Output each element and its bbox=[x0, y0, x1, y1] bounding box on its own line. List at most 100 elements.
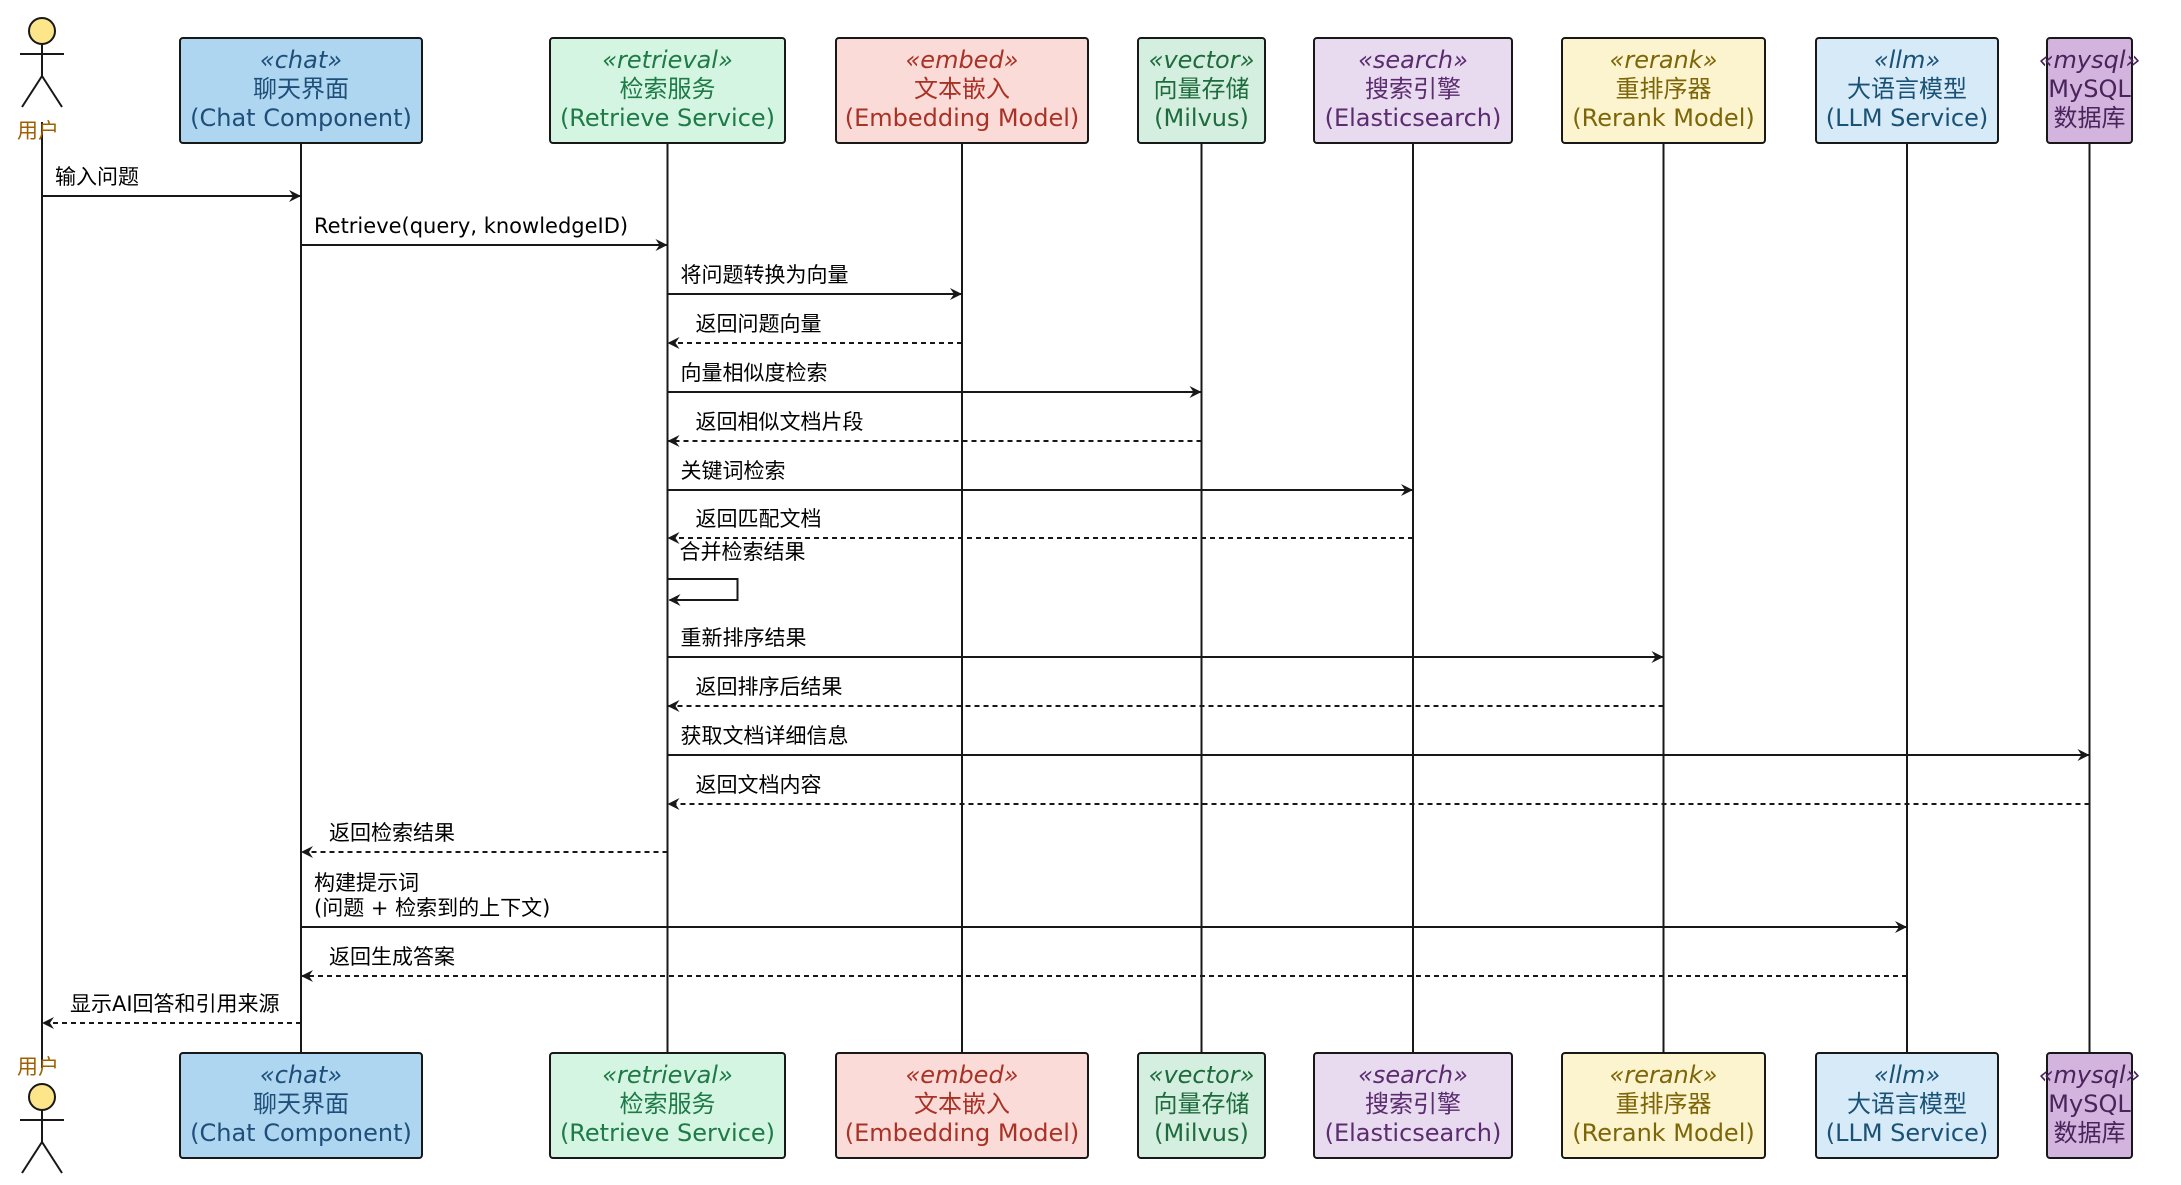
participant-subname: (Milvus) bbox=[1154, 104, 1249, 132]
message-label: 合并检索结果 bbox=[680, 540, 806, 564]
actor-label: 用户 bbox=[17, 1055, 59, 1079]
message-label: 显示AI回答和引用来源 bbox=[70, 992, 280, 1016]
participant-name: MySQL bbox=[2048, 75, 2131, 103]
message-label: (问题 + 检索到的上下文) bbox=[314, 896, 550, 920]
participant-name: 重排序器 bbox=[1616, 1090, 1712, 1118]
message-17: 显示AI回答和引用来源 bbox=[42, 992, 301, 1029]
participant-stereotype: «embed» bbox=[905, 46, 1018, 74]
participant-subname: 数据库 bbox=[2054, 104, 2126, 132]
actor-user-bottom: 用户 bbox=[17, 1055, 64, 1174]
participant-rerank-bottom: «rerank»重排序器(Rerank Model) bbox=[1561, 1052, 1766, 1159]
participant-name: 聊天界面 bbox=[253, 1090, 349, 1118]
rerank-box bbox=[1561, 1052, 1766, 1159]
mysql-box bbox=[2046, 1052, 2133, 1159]
participant-stereotype: «llm» bbox=[1874, 1061, 1940, 1089]
participant-search-top: «search»搜索引擎(Elasticsearch) bbox=[1313, 37, 1513, 144]
participant-vector-bottom: «vector»向量存储(Milvus) bbox=[1137, 1052, 1266, 1159]
message-1: 输入问题 bbox=[42, 165, 301, 202]
participant-subname: (Retrieve Service) bbox=[560, 1119, 775, 1147]
participant-name: 文本嵌入 bbox=[914, 75, 1010, 103]
message-label: 返回相似文档片段 bbox=[696, 410, 864, 434]
participant-stereotype: «llm» bbox=[1874, 46, 1940, 74]
chat-box bbox=[179, 1052, 423, 1159]
search-box bbox=[1313, 1052, 1513, 1159]
participant-vector-top: «vector»向量存储(Milvus) bbox=[1137, 37, 1266, 144]
message-3: 将问题转换为向量 bbox=[667, 263, 962, 300]
participant-retrieval-bottom: «retrieval»检索服务(Retrieve Service) bbox=[549, 1052, 786, 1159]
participant-subname: (LLM Service) bbox=[1826, 1119, 1989, 1147]
vector-box bbox=[1137, 37, 1266, 144]
participant-name: 搜索引擎 bbox=[1365, 1090, 1461, 1118]
stick-figure-icon bbox=[20, 1083, 64, 1174]
message-13: 返回文档内容 bbox=[667, 773, 2090, 810]
chat-box bbox=[179, 37, 423, 144]
message-label: 获取文档详细信息 bbox=[681, 724, 849, 748]
message-9: 合并检索结果 bbox=[667, 540, 806, 606]
participant-subname: (Chat Component) bbox=[190, 104, 412, 132]
participant-name: 聊天界面 bbox=[253, 75, 349, 103]
participant-subname: (Elasticsearch) bbox=[1325, 1119, 1502, 1147]
message-label: 返回问题向量 bbox=[696, 312, 822, 336]
actor-label: 用户 bbox=[17, 119, 59, 143]
message-label: Retrieve(query, knowledgeID) bbox=[314, 214, 628, 238]
participant-rerank-top: «rerank»重排序器(Rerank Model) bbox=[1561, 37, 1766, 144]
message-label: 输入问题 bbox=[55, 165, 139, 189]
participant-name: 向量存储 bbox=[1154, 1090, 1250, 1118]
participant-name: 向量存储 bbox=[1154, 75, 1250, 103]
message-label: 返回检索结果 bbox=[329, 821, 455, 845]
message-6: 返回相似文档片段 bbox=[667, 410, 1202, 447]
participant-stereotype: «vector» bbox=[1149, 1061, 1255, 1089]
message-label: 返回匹配文档 bbox=[696, 507, 822, 531]
participant-embed-top: «embed»文本嵌入(Embedding Model) bbox=[835, 37, 1089, 144]
participant-stereotype: «chat» bbox=[260, 1061, 342, 1089]
message-14: 返回检索结果 bbox=[301, 821, 668, 858]
participant-subname: (Retrieve Service) bbox=[560, 104, 775, 132]
participant-chat-bottom: «chat»聊天界面(Chat Component) bbox=[179, 1052, 423, 1159]
actor-user-top: 用户 bbox=[17, 17, 64, 143]
participant-llm-top: «llm»大语言模型(LLM Service) bbox=[1815, 37, 1999, 144]
participant-stereotype: «search» bbox=[1358, 46, 1468, 74]
participant-subname: (Embedding Model) bbox=[845, 1119, 1080, 1147]
retrieval-box bbox=[549, 1052, 786, 1159]
message-15: 构建提示词(问题 + 检索到的上下文) bbox=[301, 871, 1907, 933]
self-call-arrow bbox=[667, 578, 739, 606]
participant-chat-top: «chat»聊天界面(Chat Component) bbox=[179, 37, 423, 144]
mysql-box bbox=[2046, 37, 2133, 144]
participant-name: 检索服务 bbox=[620, 75, 716, 103]
participant-subname: (Chat Component) bbox=[190, 1119, 412, 1147]
search-box bbox=[1313, 37, 1513, 144]
participant-subname: 数据库 bbox=[2054, 1119, 2126, 1147]
participant-embed-bottom: «embed»文本嵌入(Embedding Model) bbox=[835, 1052, 1089, 1159]
participant-stereotype: «chat» bbox=[260, 46, 342, 74]
participant-stereotype: «search» bbox=[1358, 1061, 1468, 1089]
message-10: 重新排序结果 bbox=[667, 626, 1664, 663]
message-label: 重新排序结果 bbox=[681, 626, 807, 650]
stick-figure-icon bbox=[20, 17, 64, 108]
participant-name: 大语言模型 bbox=[1847, 1090, 1967, 1118]
message-label: 返回排序后结果 bbox=[696, 675, 843, 699]
message-11: 返回排序后结果 bbox=[667, 675, 1664, 712]
message-4: 返回问题向量 bbox=[667, 312, 962, 349]
message-label: 构建提示词 bbox=[314, 871, 419, 895]
message-2: Retrieve(query, knowledgeID) bbox=[301, 214, 668, 251]
participant-stereotype: «rerank» bbox=[1610, 46, 1718, 74]
retrieval-box bbox=[549, 37, 786, 144]
embed-box bbox=[835, 37, 1089, 144]
message-8: 返回匹配文档 bbox=[667, 507, 1413, 544]
participant-stereotype: «rerank» bbox=[1610, 1061, 1718, 1089]
participant-stereotype: «retrieval» bbox=[602, 46, 733, 74]
participant-search-bottom: «search»搜索引擎(Elasticsearch) bbox=[1313, 1052, 1513, 1159]
participant-name: 搜索引擎 bbox=[1365, 75, 1461, 103]
message-16: 返回生成答案 bbox=[301, 945, 1907, 982]
message-12: 获取文档详细信息 bbox=[667, 724, 2090, 761]
participant-llm-bottom: «llm»大语言模型(LLM Service) bbox=[1815, 1052, 1999, 1159]
message-label: 向量相似度检索 bbox=[681, 361, 828, 385]
vector-box bbox=[1137, 1052, 1266, 1159]
participant-name: MySQL bbox=[2048, 1090, 2131, 1118]
participant-subname: (Embedding Model) bbox=[845, 104, 1080, 132]
participant-subname: (Elasticsearch) bbox=[1325, 104, 1502, 132]
llm-box bbox=[1815, 37, 1999, 144]
participant-name: 大语言模型 bbox=[1847, 75, 1967, 103]
